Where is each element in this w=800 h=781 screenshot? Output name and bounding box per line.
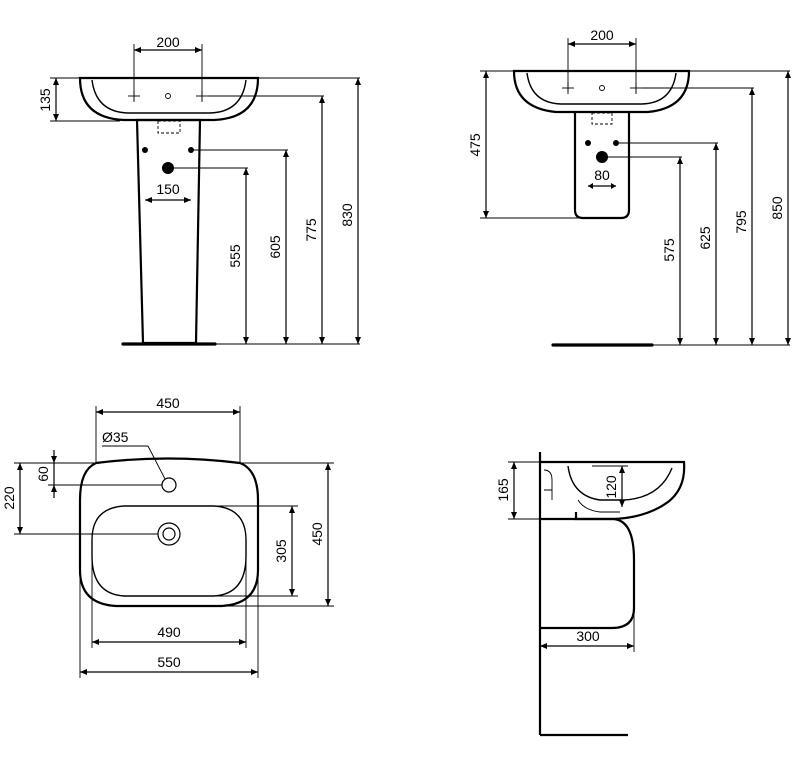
dim-bowl-depth: 305 (273, 539, 289, 563)
dim-overall-width: 550 (157, 654, 181, 670)
side-section-view: 165 120 300 (495, 452, 686, 737)
dim-height-830: 830 (339, 203, 355, 227)
dim-height-850: 850 (769, 196, 785, 220)
semi-pedestal-front-view: 200 475 80 575 625 795 850 (467, 27, 791, 347)
dim-bowl-height: 120 (603, 475, 619, 499)
dim-bowl-width: 490 (157, 624, 181, 640)
top-plan-view: 450 Ø35 60 220 305 450 490 (1, 395, 334, 678)
pedestal-front-view: 200 135 150 555 605 775 830 (37, 34, 361, 346)
dim-height-575: 575 (661, 238, 677, 262)
dim-basin-depth: 135 (37, 88, 53, 112)
dim-height-555: 555 (227, 244, 243, 268)
dim-overall-depth: 450 (309, 522, 325, 546)
dim-tap-hole-offset: 60 (35, 466, 51, 482)
supply-right-dot (613, 140, 619, 146)
dim-waste-spacing: 80 (594, 167, 610, 183)
dim-shroud-height: 475 (467, 133, 483, 157)
waste-outlet-dot (162, 162, 174, 174)
dim-tap-spacing: 200 (590, 27, 614, 43)
dim-waste-offset: 220 (1, 486, 17, 510)
dim-tap-spacing: 200 (156, 34, 180, 50)
dim-tap-hole-span: 450 (156, 395, 180, 411)
dim-height-625: 625 (697, 226, 713, 250)
waste-outlet-dot (596, 151, 608, 163)
dim-basin-height: 165 (495, 478, 511, 502)
supply-left-dot (585, 140, 591, 146)
supply-right-dot (188, 147, 194, 153)
dim-waste-spacing: 150 (156, 181, 180, 197)
dim-tap-hole-diameter: Ø35 (102, 429, 129, 445)
waste-outer-icon (157, 522, 181, 546)
dim-height-775: 775 (303, 218, 319, 242)
tap-hole-icon (161, 477, 177, 493)
dim-height-605: 605 (267, 235, 283, 259)
supply-left-dot (142, 147, 148, 153)
dim-height-795: 795 (733, 210, 749, 234)
dim-projection: 300 (576, 628, 600, 644)
